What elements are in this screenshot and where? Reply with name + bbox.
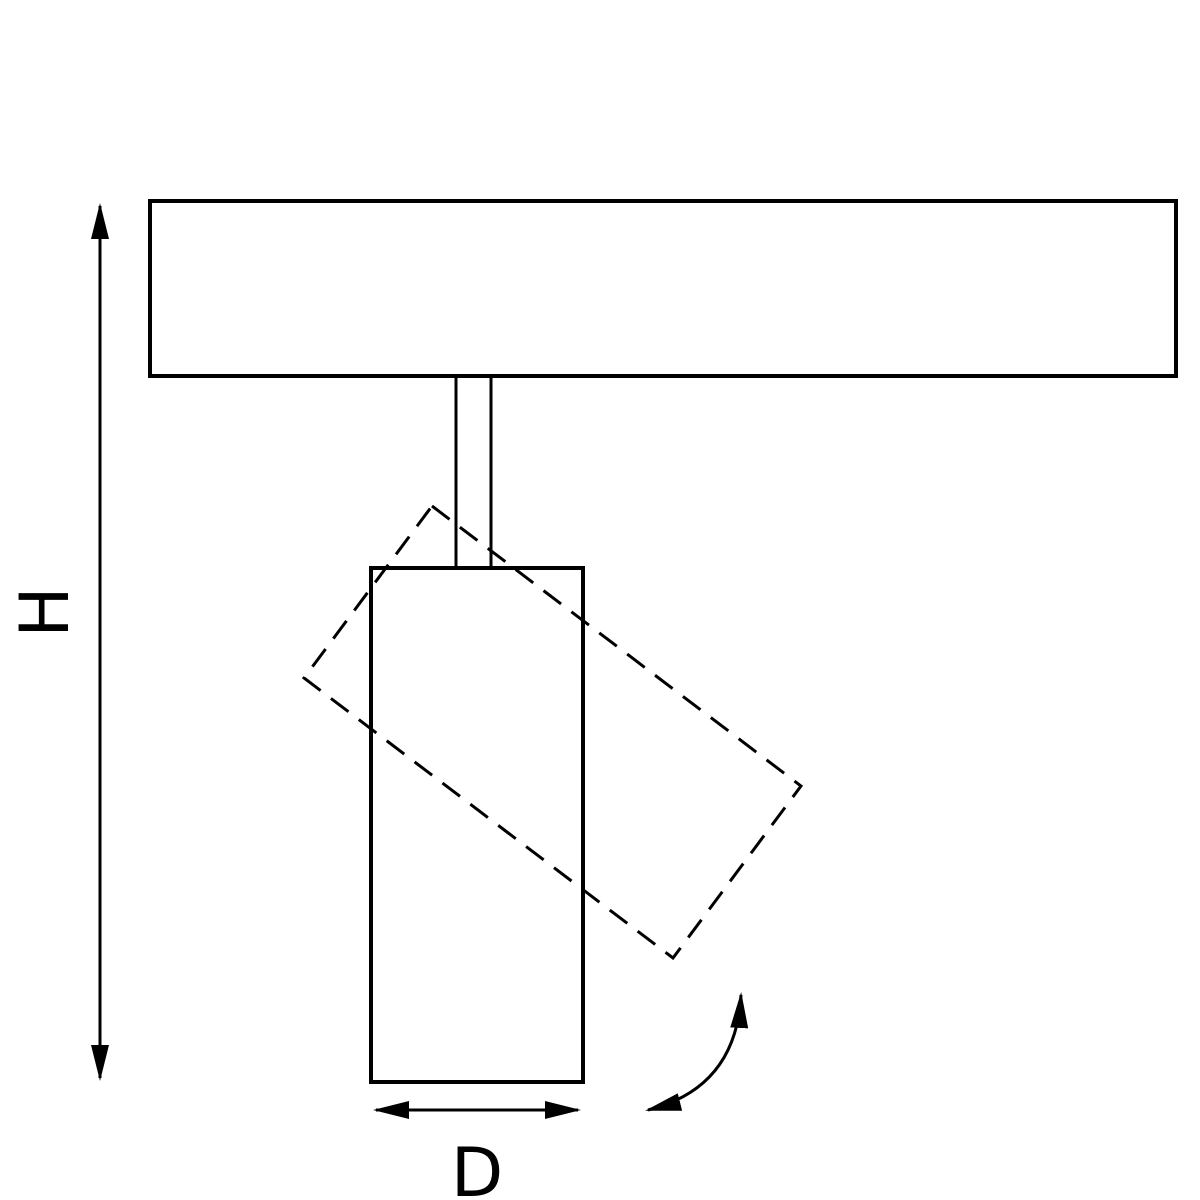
spotlight-rotated-outline bbox=[301, 503, 804, 961]
height-dimension-label: H bbox=[6, 586, 85, 637]
diameter-dimension: D bbox=[373, 1101, 581, 1200]
diameter-dimension-label: D bbox=[451, 1134, 503, 1200]
spotlight-body bbox=[369, 566, 585, 1084]
height-dimension: H bbox=[6, 203, 109, 1081]
track-rail bbox=[148, 199, 1178, 378]
mounting-stem bbox=[454, 376, 493, 568]
rotation-arrow-icon bbox=[645, 992, 749, 1112]
